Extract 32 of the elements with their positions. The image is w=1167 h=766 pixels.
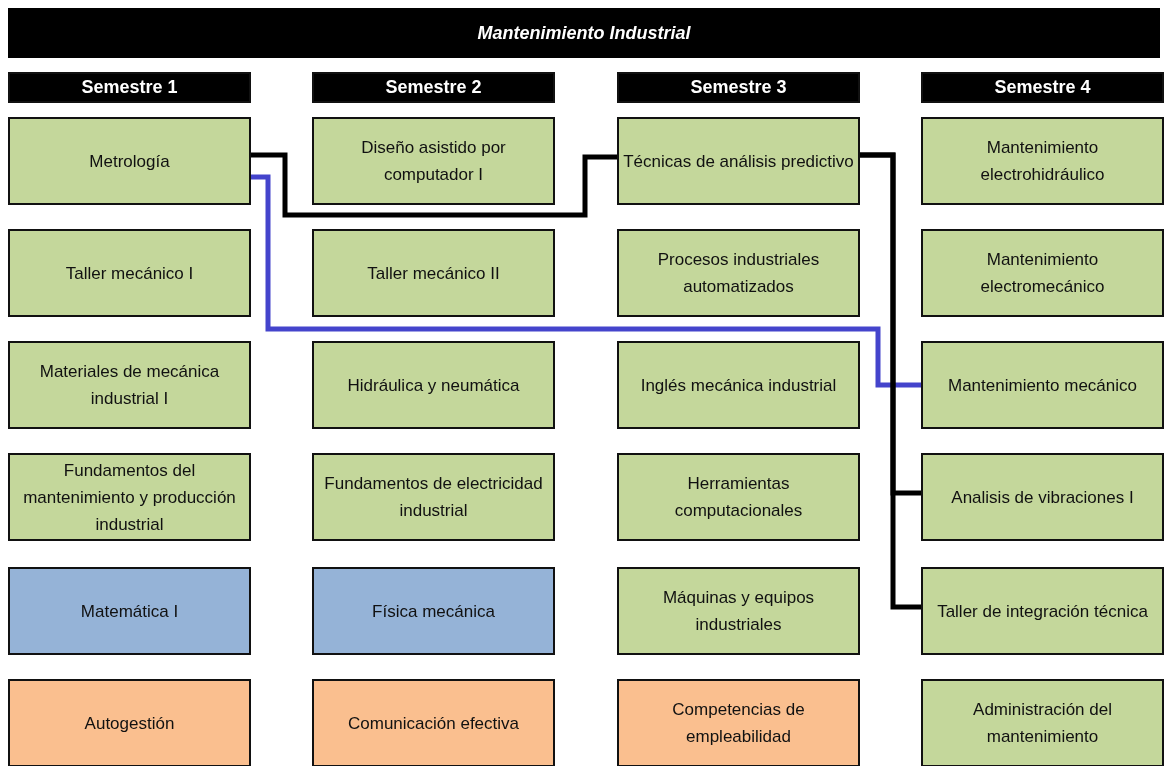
course-box: Diseño asistido por computador I	[312, 117, 555, 205]
course-box: Autogestión	[8, 679, 251, 766]
course-box: Administración del mantenimiento	[921, 679, 1164, 766]
course-box: Taller de integración técnica	[921, 567, 1164, 655]
course-box: Fundamentos de electricidad industrial	[312, 453, 555, 541]
course-box: Mantenimiento mecánico	[921, 341, 1164, 429]
course-box: Fundamentos del mantenimiento y producción industrial	[8, 453, 251, 541]
course-box: Técnicas de análisis predictivo	[617, 117, 860, 205]
course-box: Herramientas computacionales	[617, 453, 860, 541]
connector-line	[250, 174, 921, 388]
course-box: Máquinas y equipos industriales	[617, 567, 860, 655]
semester-header: Semestre 3	[617, 72, 860, 103]
semester-header: Semestre 2	[312, 72, 555, 103]
course-box: Comunicación efectiva	[312, 679, 555, 766]
course-box: Hidráulica y neumática	[312, 341, 555, 429]
course-box: Taller mecánico I	[8, 229, 251, 317]
course-box: Física mecánica	[312, 567, 555, 655]
title-bar: Mantenimiento Industrial	[8, 8, 1160, 58]
semester-header: Semestre 1	[8, 72, 251, 103]
course-box: Matemática I	[8, 567, 251, 655]
semester-header: Semestre 4	[921, 72, 1164, 103]
course-box: Metrología	[8, 117, 251, 205]
course-box: Procesos industriales automatizados	[617, 229, 860, 317]
course-box: Mantenimiento electromecánico	[921, 229, 1164, 317]
course-box: Materiales de mecánica industrial I	[8, 341, 251, 429]
connector-line	[250, 152, 617, 218]
course-box: Analisis de vibraciones I	[921, 453, 1164, 541]
connector-line	[859, 152, 921, 610]
course-box: Competencias de empleabilidad	[617, 679, 860, 766]
course-box: Taller mecánico II	[312, 229, 555, 317]
course-box: Mantenimiento electrohidráulico	[921, 117, 1164, 205]
course-box: Inglés mecánica industrial	[617, 341, 860, 429]
